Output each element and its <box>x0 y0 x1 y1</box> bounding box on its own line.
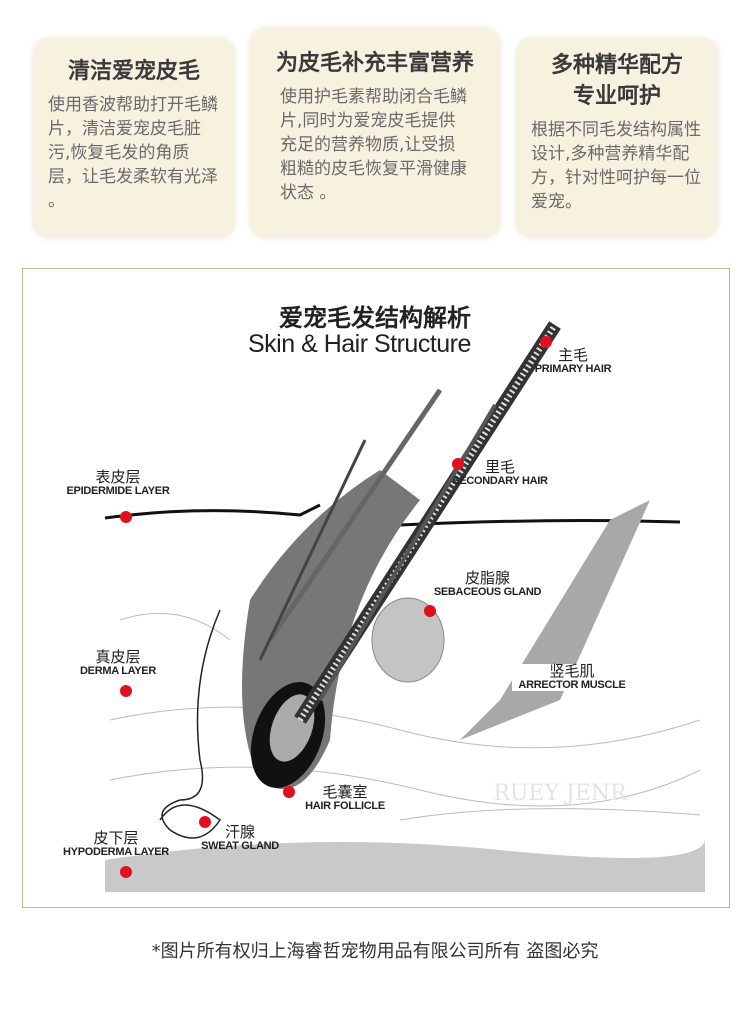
marker-sebaceous <box>424 605 436 617</box>
feature-card-cleaning: 清洁爱宠皮毛 使用香波帮助打开毛鳞片，清洁爱宠皮毛脏污,恢复毛发的角质层，让毛发… <box>33 38 235 238</box>
card-body: 根据不同毛发结构属性设计,多种营养精华配方，针对性呵护每一位爱宠。 <box>531 120 701 212</box>
card-body: 使用护毛素帮助闭合毛鳞片,同时为爱宠皮毛提供充足的营养物质,让受损粗糙的皮毛恢复… <box>280 87 467 203</box>
marker-derma <box>120 685 132 697</box>
diagram-subtitle: Skin & Hair Structure <box>248 330 471 358</box>
feature-card-nutrition: 为皮毛补充丰富营养 使用护毛素帮助闭合毛鳞片,同时为爱宠皮毛提供充足的营养物质,… <box>250 28 500 238</box>
arrector-muscle <box>460 500 650 740</box>
epidermis-left <box>104 503 321 520</box>
marker-secondary-hair <box>452 458 464 470</box>
card-title: 多种精华配方专业呵护 <box>550 53 683 109</box>
sebaceous-gland <box>371 597 445 683</box>
epidermis-right <box>399 519 681 527</box>
marker-hypoderma <box>120 866 132 878</box>
secondary-hair <box>318 403 497 702</box>
copyright-notice: *图片所有权归上海睿哲宠物用品有限公司所有 盗图必究 <box>151 941 599 962</box>
diagram-title: 爱宠毛发结构解析 <box>279 304 471 332</box>
hypoderma-layer <box>105 840 705 892</box>
marker-follicle <box>283 786 295 798</box>
marker-sweat <box>199 816 211 828</box>
marker-dots <box>120 336 552 878</box>
card-title: 为皮毛补充丰富营养 <box>275 51 474 76</box>
feature-card-formula: 多种精华配方专业呵护 根据不同毛发结构属性设计,多种营养精华配方，针对性呵护每一… <box>516 38 718 238</box>
card-title: 清洁爱宠皮毛 <box>67 59 200 84</box>
marker-epidermide <box>120 511 132 523</box>
card-body: 使用香波帮助打开毛鳞片，清洁爱宠皮毛脏污,恢复毛发的角质层，让毛发柔软有光泽 。 <box>48 95 218 211</box>
sweat-gland <box>159 609 222 839</box>
watermark: RUEY JENR <box>493 781 628 806</box>
diagram-frame <box>22 268 730 908</box>
marker-primary-hair <box>540 336 552 348</box>
dermis-fibers <box>109 612 701 821</box>
